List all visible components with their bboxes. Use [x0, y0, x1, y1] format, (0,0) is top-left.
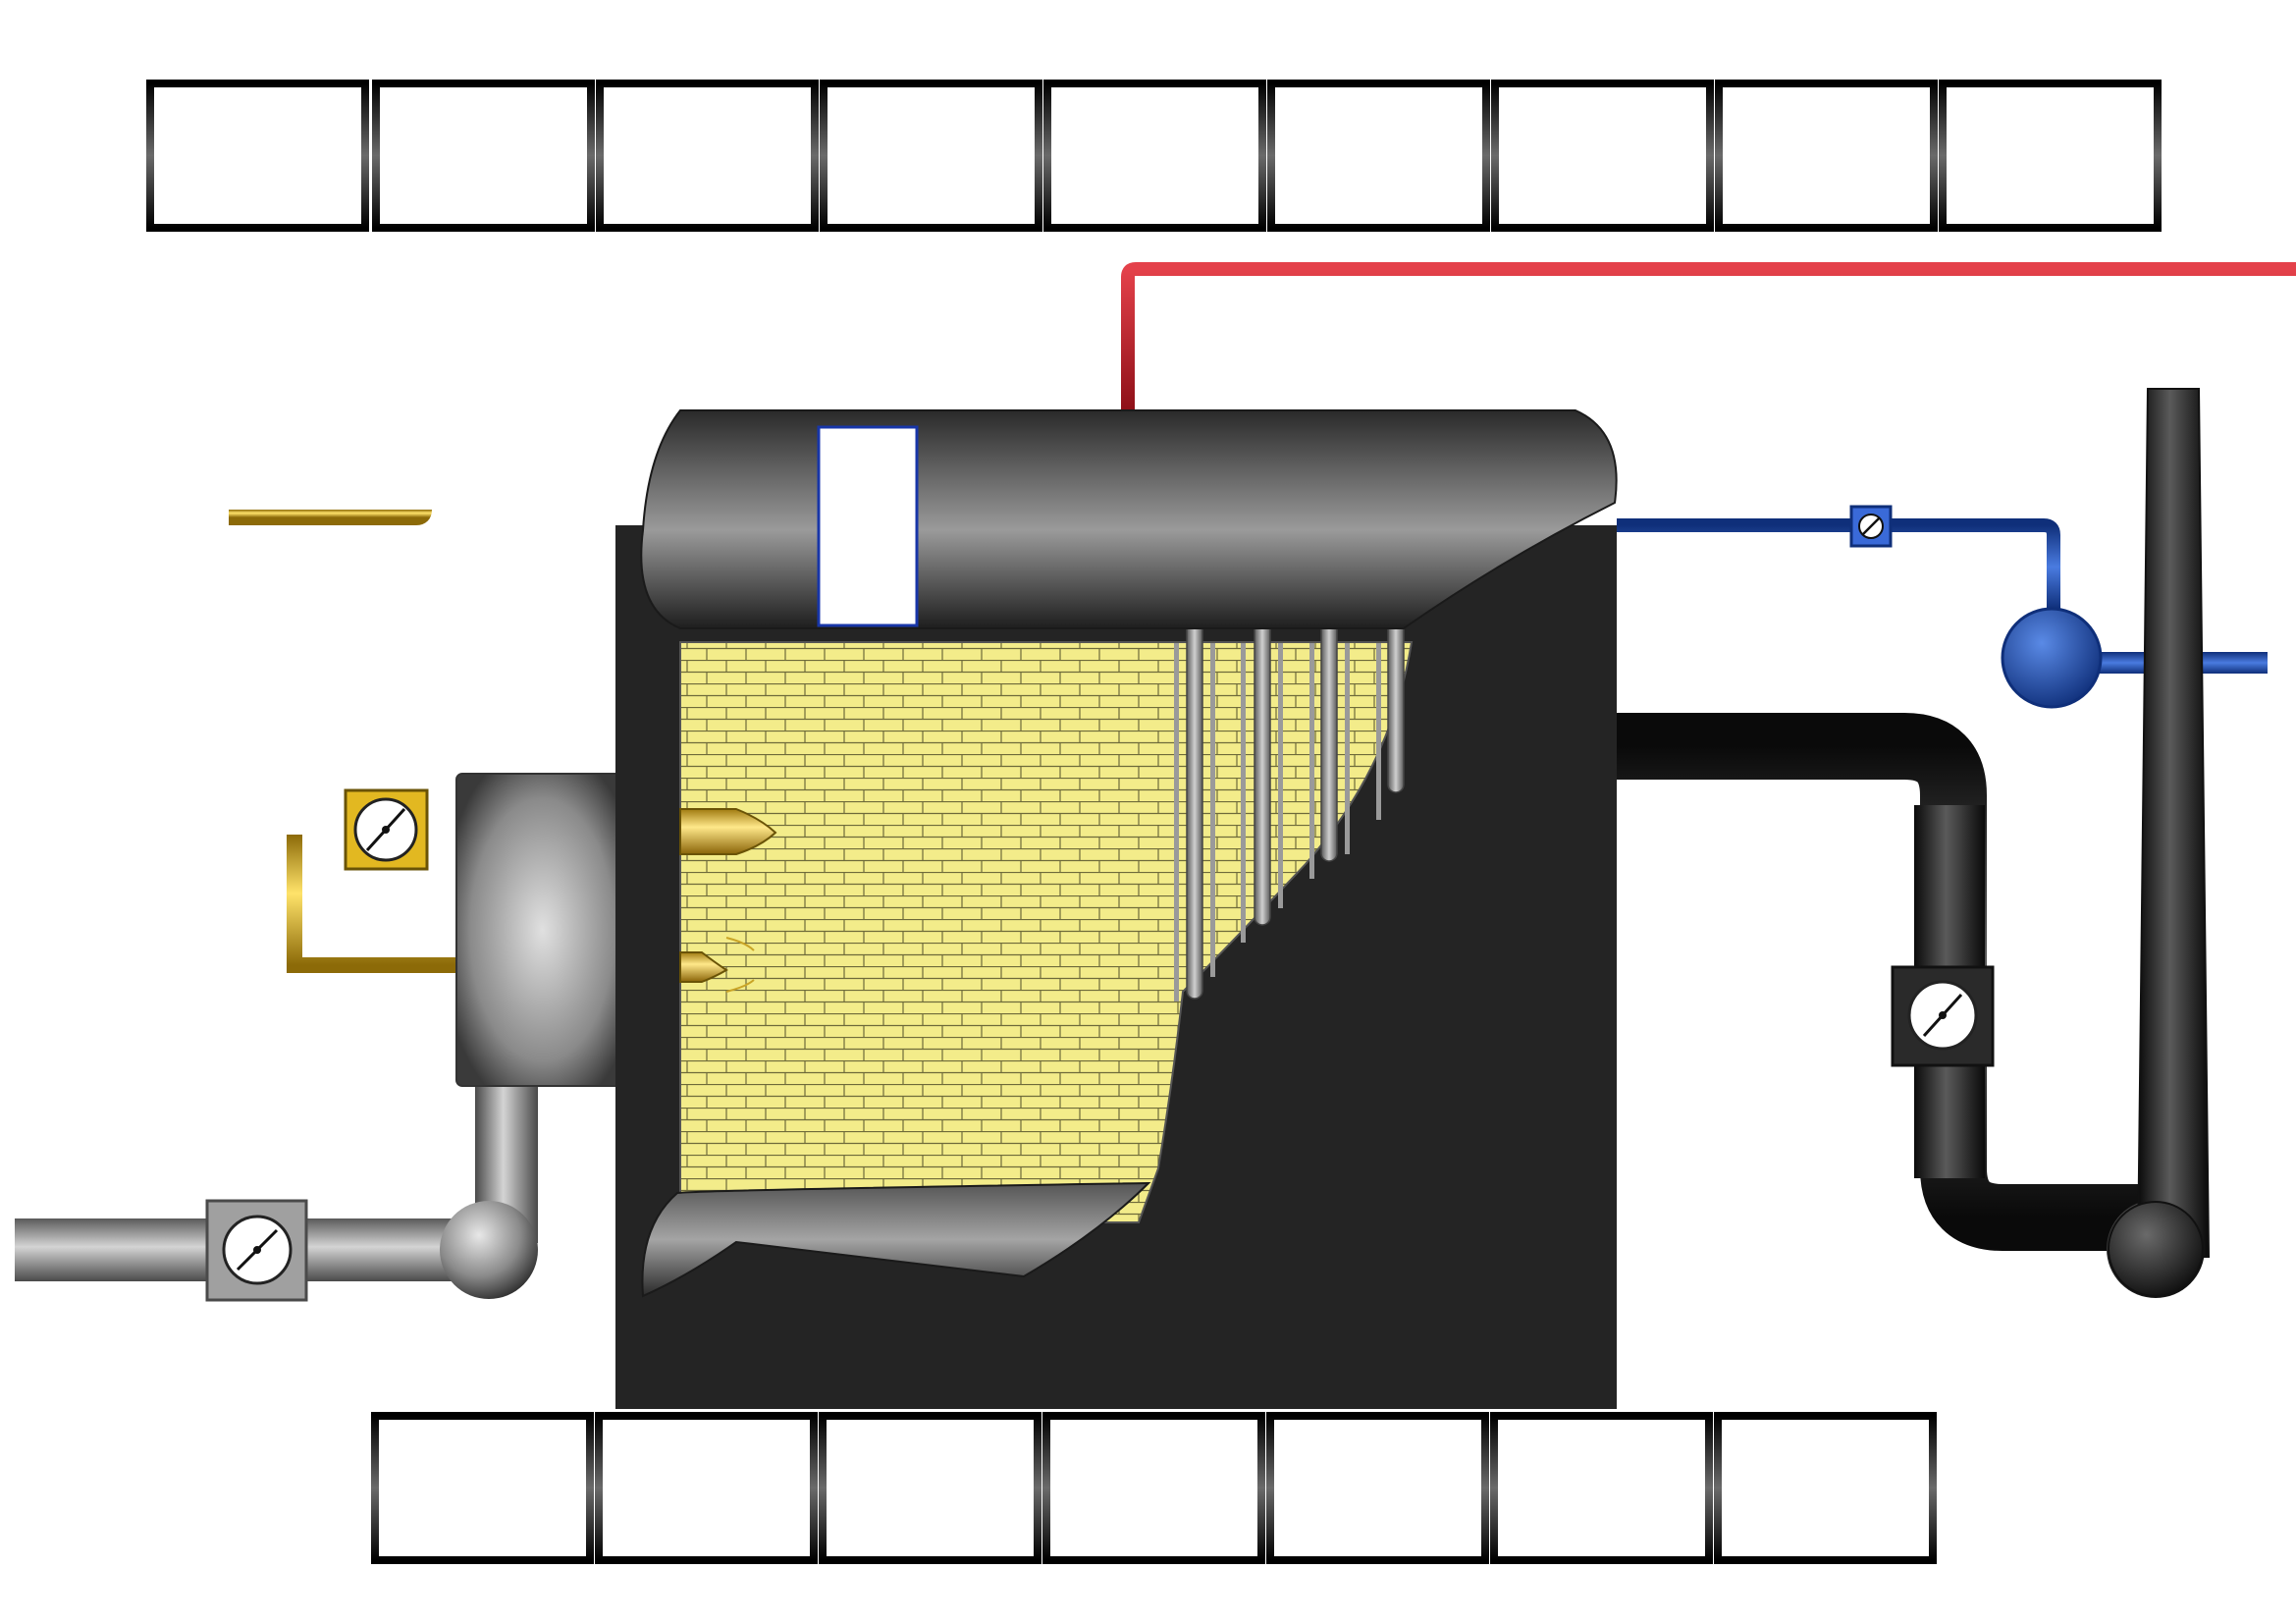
burner-housing	[456, 774, 628, 1086]
drum-sight-glass[interactable]	[819, 427, 917, 625]
top-label-box[interactable]	[150, 83, 365, 228]
top-label-box[interactable]	[824, 83, 1039, 228]
bottom-label-box-row	[375, 1416, 1933, 1560]
gas-line-gauge[interactable]	[207, 1201, 306, 1300]
bottom-label-box[interactable]	[375, 1416, 590, 1560]
bottom-label-box[interactable]	[1270, 1416, 1485, 1560]
stack-base-elbow	[2109, 1202, 2203, 1296]
top-label-box[interactable]	[376, 83, 591, 228]
bottom-label-box[interactable]	[1494, 1416, 1709, 1560]
bottom-label-box[interactable]	[823, 1416, 1038, 1560]
top-label-box[interactable]	[1495, 83, 1710, 228]
chimney-stack	[2138, 389, 2209, 1257]
bottom-label-box[interactable]	[1718, 1416, 1933, 1560]
top-label-box[interactable]	[1943, 83, 2158, 228]
fuel-line-gauge[interactable]	[346, 790, 427, 869]
flue-gauge[interactable]	[1893, 967, 1993, 1065]
boiler-body	[615, 410, 1617, 1409]
bottom-label-box[interactable]	[599, 1416, 814, 1560]
feed-pump-icon	[2002, 609, 2101, 707]
bottom-label-box[interactable]	[1046, 1416, 1261, 1560]
feed-pump[interactable]	[2002, 609, 2101, 707]
top-label-box[interactable]	[1047, 83, 1262, 228]
gas-elbow	[440, 1201, 538, 1299]
top-label-box-row	[150, 83, 2158, 228]
top-label-box[interactable]	[1719, 83, 1934, 228]
top-label-box[interactable]	[1271, 83, 1486, 228]
top-label-box[interactable]	[600, 83, 815, 228]
steam-outlet-pipe	[1128, 269, 2296, 410]
feedwater-valve[interactable]	[1851, 507, 1891, 546]
